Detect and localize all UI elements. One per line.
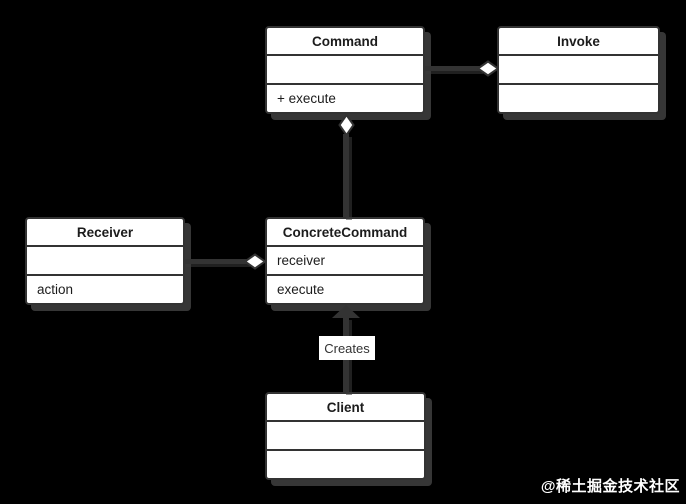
class-invoke-name: Invoke [499, 28, 658, 56]
class-receiver-attributes [27, 247, 183, 276]
aggregation-line-receiver-concretecommand [183, 259, 247, 264]
class-invoke-attributes [499, 56, 658, 85]
class-concrete-command-attributes: receiver [267, 247, 423, 276]
class-concrete-command-operations: execute [277, 282, 325, 297]
class-command-operations: + execute [277, 91, 336, 106]
class-command-attributes [267, 56, 423, 85]
class-client-name: Client [267, 394, 424, 422]
arrowhead-up-icon [332, 305, 360, 318]
class-concrete-command-name: ConcreteCommand [267, 219, 423, 247]
class-receiver: Receiver action [25, 217, 185, 305]
class-command-name: Command [267, 28, 423, 56]
aggregation-line-command-invoke [423, 66, 480, 71]
class-receiver-operations: action [37, 282, 74, 297]
class-client-attributes [267, 422, 424, 451]
class-invoke: Invoke [497, 26, 660, 114]
aggregation-diamond-icon [338, 114, 355, 136]
aggregation-diamond-icon [244, 253, 266, 270]
class-invoke-operations [499, 85, 658, 112]
class-command: Command + execute [265, 26, 425, 114]
class-receiver-name: Receiver [27, 219, 183, 247]
watermark-text: @稀土掘金技术社区 [540, 478, 680, 495]
aggregation-line-concretecommand-command [343, 134, 349, 217]
class-concrete-command: ConcreteCommand receiver execute [265, 217, 425, 305]
aggregation-diamond-icon [477, 60, 499, 77]
class-client: Client [265, 392, 426, 480]
class-client-operations [267, 451, 424, 478]
creates-edge-label: Creates [319, 336, 375, 360]
